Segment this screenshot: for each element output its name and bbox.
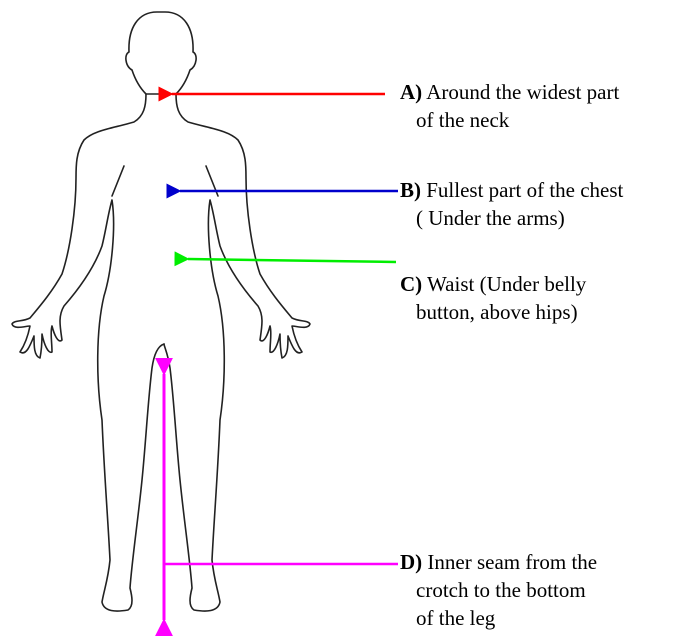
label-d-inseam: D) Inner seam from the crotch to the bot…: [400, 548, 597, 632]
label-c-waist: C) Waist (Under belly button, above hips…: [400, 270, 586, 326]
label-b-chest: B) Fullest part of the chest ( Under the…: [400, 176, 623, 232]
label-b-key: B): [400, 178, 421, 202]
label-c-line-1: Waist (Under belly: [427, 272, 586, 296]
label-d-key: D): [400, 550, 422, 574]
label-a-key: A): [400, 80, 422, 104]
label-a-line-2: of the neck: [400, 106, 619, 134]
label-a-neck: A) Around the widest part of the neck: [400, 78, 619, 134]
body-left-outline: [12, 94, 164, 611]
label-d-line-2: crotch to the bottom: [400, 576, 597, 604]
label-b-line-1: Fullest part of the chest: [426, 178, 623, 202]
head-outline: [126, 12, 196, 94]
label-c-key: C): [400, 272, 422, 296]
label-d-line-3: of the leg: [400, 604, 597, 632]
label-c-line-2: button, above hips): [400, 298, 586, 326]
label-a-line-1: Around the widest part: [426, 80, 619, 104]
body-right-outline: [164, 94, 310, 611]
armpit-line-left: [112, 166, 124, 196]
label-b-line-2: ( Under the arms): [400, 204, 623, 232]
arrow-c-waist: [188, 259, 396, 262]
label-d-line-1: Inner seam from the: [427, 550, 597, 574]
human-figure-outline: [12, 12, 310, 611]
